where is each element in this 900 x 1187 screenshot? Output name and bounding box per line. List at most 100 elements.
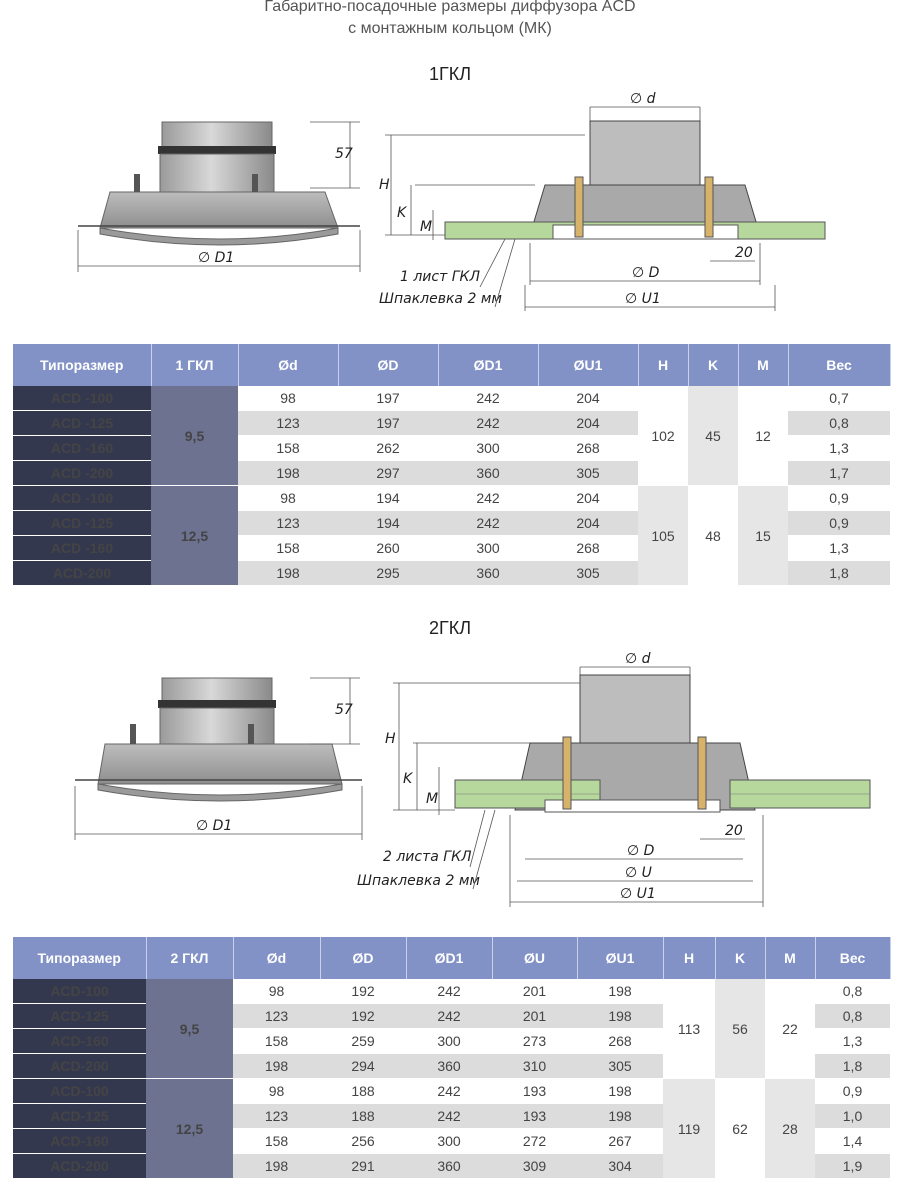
col-header: Типоразмер bbox=[13, 937, 147, 979]
table-row: ACD-160 158 256 300 272 267 1,4 bbox=[13, 1128, 890, 1154]
dim-20-label: 20 bbox=[735, 245, 753, 261]
dim-57-label: 57 bbox=[335, 146, 353, 162]
D1-cell: 242 bbox=[438, 510, 538, 536]
weight-cell: 0,7 bbox=[788, 386, 890, 411]
thickness-cell: 12,5 bbox=[151, 485, 238, 586]
D1-cell: 242 bbox=[406, 1078, 492, 1104]
table-row: ACD -160 158 260 300 268 1,3 bbox=[13, 535, 890, 561]
col-header: ØU1 bbox=[577, 937, 664, 979]
d-cell: 158 bbox=[233, 1028, 320, 1054]
U1-cell: 198 bbox=[577, 979, 663, 1004]
putty-label: Шпаклевка 2 мм bbox=[357, 873, 480, 889]
table-header-row: Типоразмер 2 ГКЛ Ød ØD ØD1 ØU ØU1 H K M … bbox=[13, 937, 891, 979]
col-header: K bbox=[688, 344, 739, 386]
d-cell: 98 bbox=[238, 386, 338, 411]
dim-U1-label: ∅ U1 bbox=[625, 291, 661, 307]
U1-cell: 268 bbox=[577, 1028, 663, 1054]
D1-cell: 242 bbox=[438, 386, 538, 411]
dim-d-label: ∅ d bbox=[625, 651, 651, 667]
diffuser-section-drawing-1gkl: ∅ d H K M 20 ∅ D ∅ U1 1 лист ГКЛ Шпаклев… bbox=[379, 91, 826, 311]
col-header: Ød bbox=[238, 344, 339, 386]
D-cell: 194 bbox=[338, 485, 438, 511]
U1-cell: 204 bbox=[538, 410, 638, 436]
K-cell: 56 bbox=[715, 979, 765, 1079]
model-cell: ACD -125 bbox=[13, 510, 151, 536]
U-cell: 273 bbox=[492, 1028, 577, 1054]
col-header: ØU bbox=[492, 937, 578, 979]
model-cell: ACD-200 bbox=[13, 560, 151, 586]
model-cell: ACD -160 bbox=[13, 535, 151, 561]
D-cell: 197 bbox=[338, 386, 438, 411]
D-cell: 260 bbox=[338, 535, 438, 561]
layer-label: 1 лист ГКЛ bbox=[400, 269, 480, 285]
weight-cell: 1,8 bbox=[788, 560, 890, 586]
U1-cell: 204 bbox=[538, 510, 638, 536]
model-cell: ACD -125 bbox=[13, 410, 151, 436]
U1-cell: 204 bbox=[538, 386, 638, 411]
H-cell: 113 bbox=[663, 979, 715, 1079]
M-cell: 12 bbox=[738, 386, 788, 486]
col-header: 1 ГКЛ bbox=[151, 344, 239, 386]
d-cell: 158 bbox=[233, 1128, 320, 1154]
table-row: ACD-100 12,5 98 188 242 193 198 119 62 2… bbox=[13, 1078, 890, 1179]
diffuser-3d-illustration-1gkl: 57 ∅ D1 bbox=[77, 121, 361, 272]
M-cell: 15 bbox=[738, 485, 788, 586]
D-cell: 291 bbox=[320, 1153, 406, 1179]
model-cell: ACD-200 bbox=[13, 1153, 146, 1179]
D1-cell: 300 bbox=[438, 535, 538, 561]
table-row: ACD-200 198 295 360 305 1,8 bbox=[13, 560, 890, 586]
D1-cell: 360 bbox=[406, 1053, 492, 1079]
D-cell: 192 bbox=[320, 1003, 406, 1029]
weight-cell: 0,9 bbox=[815, 1078, 890, 1104]
dim-m-label: M bbox=[426, 791, 438, 807]
dim-20-label: 20 bbox=[725, 823, 743, 839]
table-header-row: Типоразмер 1 ГКЛ Ød ØD ØD1 ØU1 H K M Вес bbox=[13, 344, 891, 386]
D-cell: 192 bbox=[320, 979, 406, 1004]
U1-cell: 198 bbox=[577, 1003, 663, 1029]
D-cell: 294 bbox=[320, 1053, 406, 1079]
col-header: ØD bbox=[320, 937, 407, 979]
table-row: ACD-160 158 259 300 273 268 1,3 bbox=[13, 1028, 890, 1054]
d-cell: 98 bbox=[238, 485, 338, 511]
d-cell: 123 bbox=[238, 510, 338, 536]
D1-cell: 300 bbox=[406, 1128, 492, 1154]
table-row: ACD -200 198 297 360 305 1,7 bbox=[13, 460, 890, 486]
table-row: ACD-200 198 294 360 310 305 1,8 bbox=[13, 1053, 890, 1079]
weight-cell: 1,9 bbox=[815, 1153, 890, 1179]
diffuser-3d-illustration-2gkl: 57 ∅ D1 bbox=[74, 677, 363, 840]
col-header: ØD1 bbox=[406, 937, 493, 979]
table-row: ACD-100 9,5 98 192 242 201 198 113 56 22… bbox=[13, 979, 890, 1079]
table-row: ACD -100 12,5 98 194 242 204 105 48 15 0… bbox=[13, 485, 890, 586]
weight-cell: 1,3 bbox=[788, 535, 890, 561]
D1-cell: 242 bbox=[406, 1103, 492, 1129]
d-cell: 98 bbox=[233, 1078, 320, 1104]
spec-table-2gkl: Типоразмер 2 ГКЛ Ød ØD ØD1 ØU ØU1 H K M … bbox=[13, 937, 891, 1179]
d-cell: 198 bbox=[238, 560, 338, 586]
d-cell: 123 bbox=[238, 410, 338, 436]
weight-cell: 0,8 bbox=[815, 979, 890, 1004]
table-row: ACD -125 123 194 242 204 0,9 bbox=[13, 510, 890, 536]
dim-d1-label: ∅ D1 bbox=[198, 250, 234, 266]
D1-cell: 242 bbox=[406, 1003, 492, 1029]
U1-cell: 267 bbox=[577, 1128, 663, 1154]
U-cell: 272 bbox=[492, 1128, 577, 1154]
col-header: Типоразмер bbox=[13, 344, 152, 386]
dim-57-label: 57 bbox=[335, 702, 353, 718]
weight-cell: 0,9 bbox=[788, 510, 890, 536]
d-cell: 198 bbox=[238, 460, 338, 486]
model-cell: ACD -100 bbox=[13, 386, 151, 411]
weight-cell: 1,0 bbox=[815, 1103, 890, 1129]
weight-cell: 1,4 bbox=[815, 1128, 890, 1154]
D1-cell: 360 bbox=[438, 560, 538, 586]
dim-d1-label: ∅ D1 bbox=[196, 818, 232, 834]
dim-k-label: K bbox=[397, 205, 408, 221]
D1-cell: 300 bbox=[406, 1028, 492, 1054]
thickness-cell: 9,5 bbox=[151, 386, 238, 486]
D-cell: 262 bbox=[338, 435, 438, 461]
U-cell: 193 bbox=[492, 1078, 577, 1104]
U1-cell: 204 bbox=[538, 485, 638, 511]
U-cell: 309 bbox=[492, 1153, 577, 1179]
U-cell: 201 bbox=[492, 979, 577, 1004]
col-header: Вес bbox=[815, 937, 891, 979]
M-cell: 28 bbox=[765, 1078, 815, 1179]
